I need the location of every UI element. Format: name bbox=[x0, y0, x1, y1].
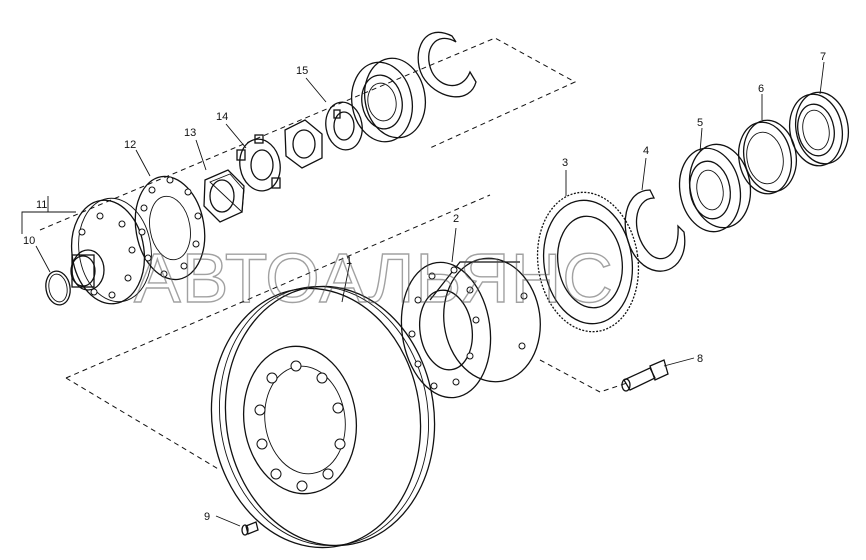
callout-3: 3 bbox=[562, 157, 568, 169]
part-bearing-upper bbox=[351, 57, 426, 143]
callout-1: 1 bbox=[346, 255, 352, 267]
callout-leaders bbox=[21, 61, 825, 527]
part-8-wheel-stud bbox=[621, 359, 669, 392]
part-4-snap-ring bbox=[624, 189, 686, 272]
callout-7: 7 bbox=[820, 51, 826, 63]
part-5-bearing bbox=[678, 143, 752, 233]
callout-5: 5 bbox=[697, 117, 703, 129]
callout-labels: 1 2 3 4 5 6 7 8 9 10 11 12 13 14 15 bbox=[23, 51, 826, 523]
part-13-hex-nut bbox=[203, 169, 245, 223]
part-9-screw bbox=[241, 521, 259, 536]
part-10-o-ring bbox=[45, 270, 71, 306]
part-7-seal bbox=[788, 91, 850, 167]
part-2-wheel-hub bbox=[400, 257, 541, 399]
part-12-gasket bbox=[134, 175, 206, 281]
assembly-axis-lines bbox=[39, 37, 631, 471]
part-1-brake-disc bbox=[210, 285, 436, 549]
callout-11: 11 bbox=[36, 199, 47, 211]
callout-9: 9 bbox=[204, 511, 210, 523]
part-snap-ring-upper bbox=[417, 31, 477, 98]
part-6-spacer-ring bbox=[737, 119, 798, 195]
callout-10: 10 bbox=[23, 235, 35, 247]
part-14-lock-washer bbox=[236, 134, 281, 192]
callout-8: 8 bbox=[697, 353, 703, 365]
callout-6: 6 bbox=[758, 83, 764, 95]
watermark-text: АВТОАЛЬЯНС bbox=[134, 239, 614, 317]
callout-13: 13 bbox=[184, 127, 196, 139]
callout-14: 14 bbox=[216, 111, 228, 123]
part-15-thrust-washer bbox=[325, 101, 363, 151]
callout-4: 4 bbox=[643, 145, 649, 157]
part-hex-nut-upper bbox=[284, 119, 323, 169]
callout-2: 2 bbox=[453, 213, 459, 225]
callout-12: 12 bbox=[124, 139, 136, 151]
callout-15: 15 bbox=[296, 65, 308, 77]
part-11-flange-hub bbox=[70, 197, 152, 305]
part-3-tone-ring bbox=[536, 191, 640, 333]
